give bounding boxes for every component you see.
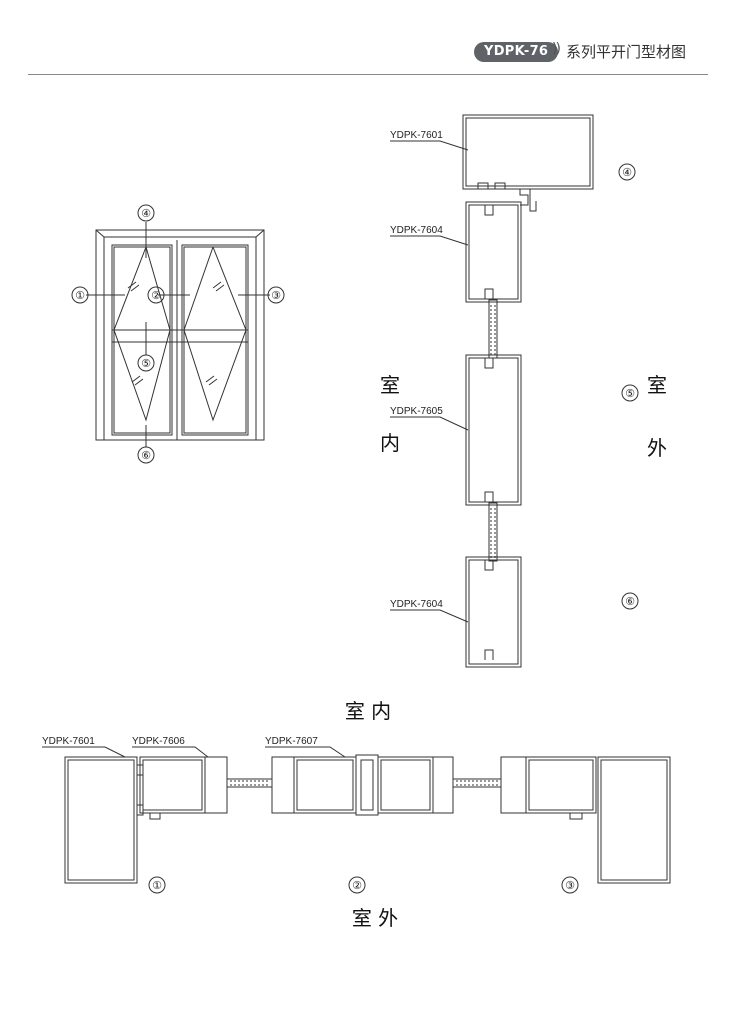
series-title: 系列平开门型材图 [566, 43, 687, 61]
profile-7606-right [525, 756, 597, 814]
part-label-7606-h: YDPK-7606 [132, 736, 185, 747]
header-rule [28, 74, 708, 75]
marker-2-label: ② [151, 289, 161, 302]
marker-2-circle [147, 286, 165, 304]
profile-7604-bottom [465, 556, 522, 668]
marker-6-v-label: ⑥ [625, 595, 635, 608]
profile-7601-left [64, 756, 138, 884]
outside-char-1: 室 [647, 373, 667, 397]
marker-5-circle [137, 354, 155, 372]
page-header: YDPK-76 )) 系列平开门型材图 [0, 0, 737, 80]
marker-1-circle-h [148, 876, 166, 894]
signal-arcs-icon: )) [552, 41, 561, 57]
marker-3-h-label: ③ [565, 879, 575, 892]
profile-7607-right [377, 756, 434, 814]
glass-right [452, 778, 502, 788]
glass-upper [488, 299, 498, 359]
part-label-7607-h: YDPK-7607 [265, 736, 318, 747]
profile-7607-left [293, 756, 357, 814]
marker-2-h-label: ② [352, 879, 362, 892]
left-leaf [111, 244, 173, 436]
outside-char-2: 外 [647, 436, 667, 460]
inside-label-h: 室 内 [345, 699, 391, 723]
profile-7606 [139, 756, 206, 814]
marker-2-circle-h [348, 876, 366, 894]
inside-char-2: 内 [380, 431, 400, 455]
marker-4-v-label: ④ [622, 166, 632, 179]
part-label-7605: YDPK-7605 [390, 406, 443, 417]
horizontal-section [42, 746, 671, 894]
inside-char-1: 室 [380, 373, 400, 397]
marker-6-circle [137, 446, 155, 464]
marker-5-v-label: ⑤ [625, 387, 635, 400]
profile-7601-head [462, 114, 594, 190]
marker-6-label: ⑥ [141, 449, 151, 462]
marker-1-h-label: ① [152, 879, 162, 892]
profile-7601-right [597, 756, 671, 884]
marker-4-circle [137, 204, 155, 222]
marker-3-label: ③ [271, 289, 281, 302]
marker-5-label: ⑤ [141, 357, 151, 370]
marker-3-circle-h [561, 876, 579, 894]
part-label-7601-h: YDPK-7601 [42, 736, 95, 747]
profile-7604-top [465, 201, 522, 303]
glass-lower [488, 502, 498, 562]
profile-7605-middle [465, 354, 522, 506]
marker-1-circle [71, 286, 89, 304]
part-label-7601: YDPK-7601 [390, 130, 443, 141]
marker-3-circle [267, 286, 285, 304]
part-label-7604-bottom: YDPK-7604 [390, 599, 443, 610]
right-leaf [181, 244, 249, 436]
marker-1-label: ① [75, 289, 85, 302]
outside-label-h: 室 外 [352, 906, 398, 930]
marker-4-circle-v [618, 163, 636, 181]
door-elevation [71, 204, 285, 464]
marker-4-label: ④ [141, 207, 151, 220]
part-label-7604-top: YDPK-7604 [390, 225, 443, 236]
marker-5-circle-v [621, 384, 639, 402]
glass-left [226, 778, 273, 788]
marker-6-circle-v [621, 592, 639, 610]
outer-frame [95, 229, 265, 441]
series-badge: YDPK-76 [474, 42, 559, 62]
vertical-section [390, 114, 639, 668]
